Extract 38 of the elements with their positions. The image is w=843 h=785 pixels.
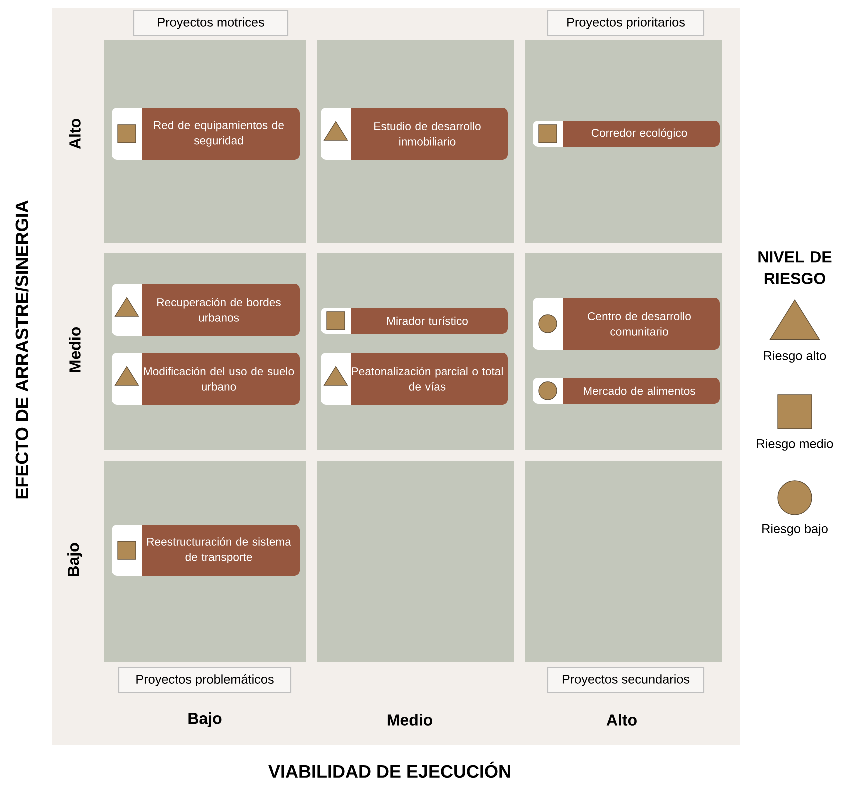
row-label: Alto: [69, 119, 81, 150]
quadrant-label: Proyectos problemáticos: [118, 667, 292, 694]
quadrant-label: Proyectos prioritarios: [547, 10, 705, 37]
matrix-cell: [317, 461, 514, 662]
project-card: Mirador turístico: [321, 308, 508, 334]
quadrant-label: Proyectos motrices: [133, 10, 289, 37]
risk-icon: [324, 366, 348, 386]
risk-icon: [114, 366, 140, 386]
project-card: Centro de desarrollo comunitario: [533, 298, 720, 350]
risk-icon: [538, 382, 558, 400]
matrix-cell: [525, 461, 722, 662]
risk-icon: [324, 121, 348, 141]
risk-icon: [538, 124, 558, 144]
project-card: Modificación del uso de suelo urbano: [112, 353, 300, 405]
legend-label: Riesgo bajo: [762, 524, 828, 536]
row-label: Medio: [69, 328, 81, 372]
risk-icon: [538, 314, 558, 334]
project-card: Red de equipamientos de seguridad: [112, 108, 300, 160]
project-card: Recuperación de bordes urbanos: [112, 284, 300, 336]
quadrant-label: Proyectos secundarios: [547, 667, 705, 694]
row-label: Bajo: [68, 543, 82, 576]
legend-label: Riesgo medio: [757, 439, 834, 451]
axis-title: VIABILIDAD DE EJECUCIÓN: [268, 762, 510, 778]
column-label: Alto: [606, 714, 637, 726]
legend-title: NIVEL DE RIESGO: [758, 252, 832, 284]
project-card: Mercado de alimentos: [533, 378, 720, 404]
column-label: Bajo: [188, 712, 222, 728]
project-card: Peatonalización parcial o total de vías: [321, 353, 508, 405]
column-label: Medio: [388, 714, 432, 726]
axis-title: EFECTO DE ARRASTRE/SINERGIA: [15, 200, 29, 499]
risk-icon: [118, 124, 136, 144]
project-card: Estudio de desarrollo inmobiliario: [321, 108, 508, 160]
risk-icon: [114, 297, 140, 317]
risk-icon: [326, 312, 346, 330]
project-card: Reestructuración de sistema de transporte: [112, 525, 300, 576]
project-card: Corredor ecológico: [533, 121, 720, 147]
risk-icon: [118, 541, 136, 560]
legend-label: Riesgo alto: [764, 351, 826, 363]
